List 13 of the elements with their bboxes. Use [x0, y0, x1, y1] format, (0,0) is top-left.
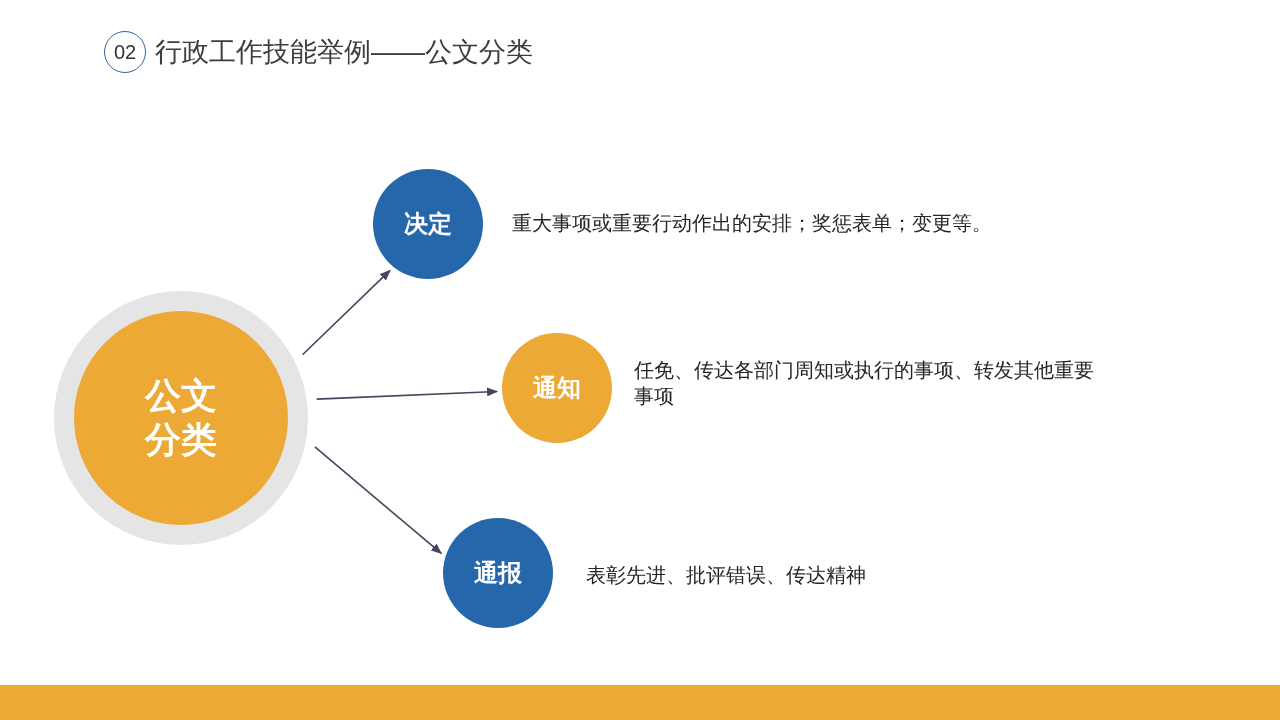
- description-text: 任免、传达各部门周知或执行的事项、转发其他重要事项: [634, 358, 1095, 409]
- slide-title: 行政工作技能举例——公文分类: [155, 36, 533, 69]
- arrow: [301, 269, 391, 356]
- circle-label: 决定: [404, 209, 452, 239]
- arrow: [314, 446, 443, 555]
- description-text: 表彰先进、批评错误、传达精神: [586, 563, 867, 588]
- circle-label: 公文分类: [145, 374, 217, 462]
- section-number-circle: [104, 31, 146, 73]
- section-number: 02: [113, 40, 137, 64]
- description-text: 重大事项或重要行动作出的安排；奖惩表单；变更等。: [512, 211, 993, 236]
- arrow: [315, 387, 499, 400]
- circle-label: 通报: [474, 558, 522, 588]
- circle-label: 通知: [533, 373, 581, 403]
